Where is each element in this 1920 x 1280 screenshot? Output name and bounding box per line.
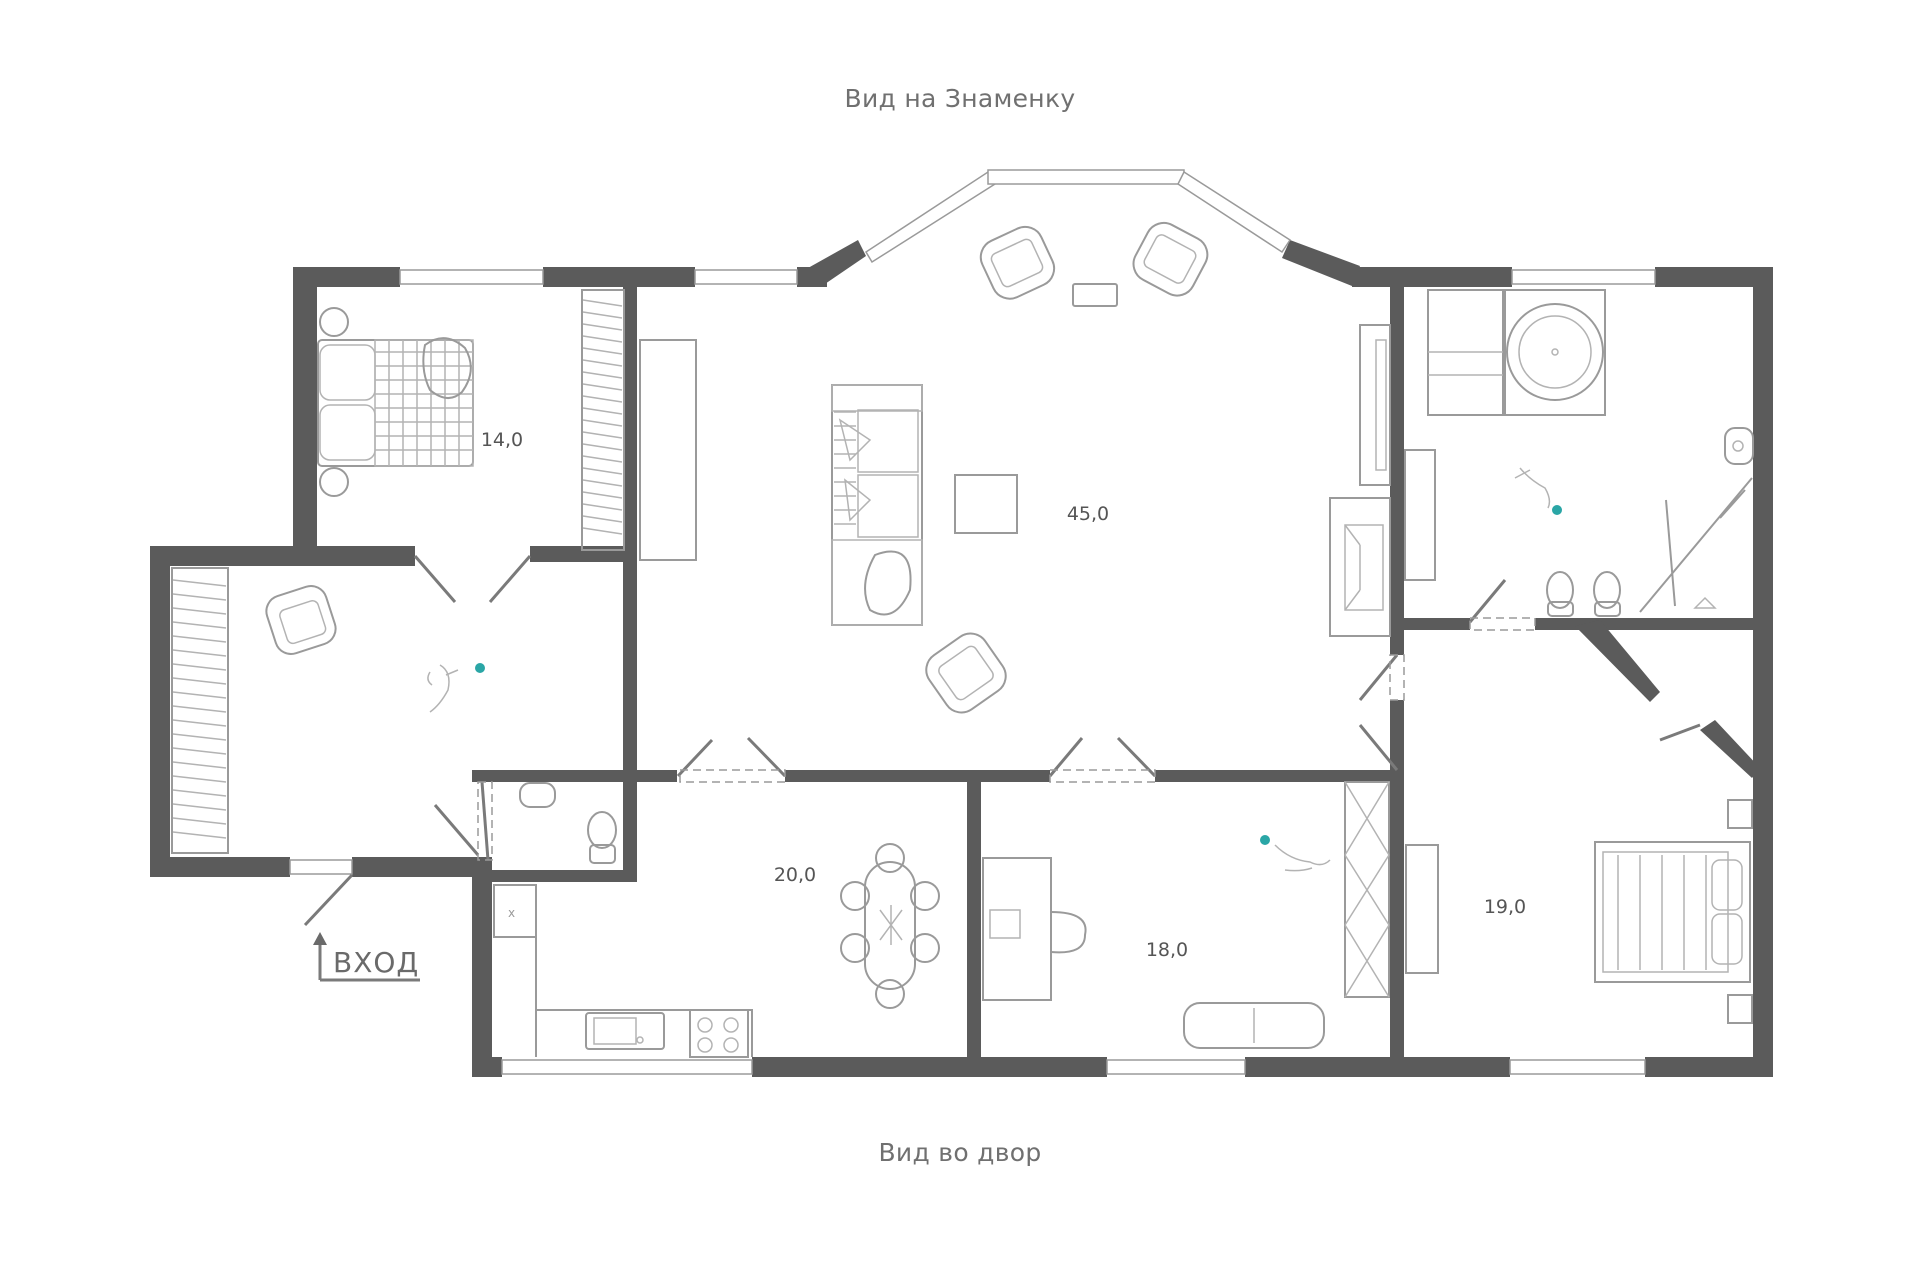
room-area-living-room: 45,0 — [1066, 503, 1110, 525]
arrow-up-icon — [313, 932, 420, 982]
side-table — [1072, 283, 1118, 307]
stove-icon — [689, 1009, 749, 1058]
sofa-icon — [831, 384, 923, 626]
toilet-icon — [587, 811, 617, 864]
wardrobe-icon — [171, 567, 229, 854]
cabinet — [639, 339, 697, 561]
armchair-icon — [979, 225, 1056, 300]
bedroom-master-furniture — [1405, 799, 1753, 1024]
dining-table-icon — [840, 843, 940, 1009]
study-furniture — [982, 781, 1390, 1049]
cat-icon — [1514, 467, 1562, 515]
bathtub-icon — [1504, 289, 1606, 416]
entrance-label: ВХОД — [333, 946, 420, 979]
toilet-icon — [1546, 571, 1574, 617]
svg-text:x: x — [508, 906, 515, 920]
wc-furniture — [519, 782, 617, 864]
bed-icon — [1594, 841, 1751, 983]
toy — [1693, 596, 1717, 609]
cabinet — [1404, 449, 1436, 581]
sofa-icon — [1183, 1002, 1325, 1049]
stairs — [1427, 289, 1504, 416]
living-room-furniture — [639, 221, 1391, 714]
room-area-bedroom-master: 19,0 — [1483, 896, 1527, 918]
armchair-icon — [1132, 221, 1209, 297]
doors — [303, 555, 1701, 927]
coffee-table — [954, 474, 1018, 534]
kitchen-furniture: x — [493, 843, 940, 1058]
shower — [1639, 477, 1753, 613]
hall-furniture — [171, 567, 485, 982]
bedroom-small-furniture — [317, 289, 625, 551]
fireplace-icon — [1329, 497, 1391, 637]
tv-unit — [1359, 324, 1391, 486]
cat-icon — [427, 663, 485, 713]
wardrobe-icon — [581, 289, 625, 551]
view-label-top: Вид на Знаменку — [844, 84, 1076, 113]
sink-icon — [519, 782, 556, 808]
nightstand — [1727, 799, 1753, 829]
bed-icon — [317, 307, 474, 497]
sink-icon — [1724, 427, 1754, 465]
nightstand — [1727, 994, 1753, 1024]
desk-icon — [982, 857, 1087, 1001]
room-area-bedroom-small: 14,0 — [480, 429, 524, 451]
bathroom-furniture — [1404, 289, 1754, 617]
windows — [289, 169, 1656, 1075]
cabinet — [1405, 844, 1439, 974]
armchair-icon — [265, 585, 337, 655]
cat-icon — [1260, 835, 1331, 872]
room-area-kitchen: 20,0 — [773, 864, 817, 886]
armchair-icon — [925, 632, 1007, 714]
walls — [150, 240, 1773, 1077]
wardrobe-icon — [1344, 781, 1390, 998]
room-area-study: 18,0 — [1145, 939, 1189, 961]
toilet-icon — [1593, 571, 1621, 617]
view-label-bottom: Вид во двор — [878, 1138, 1042, 1167]
sink-icon — [585, 1012, 665, 1050]
